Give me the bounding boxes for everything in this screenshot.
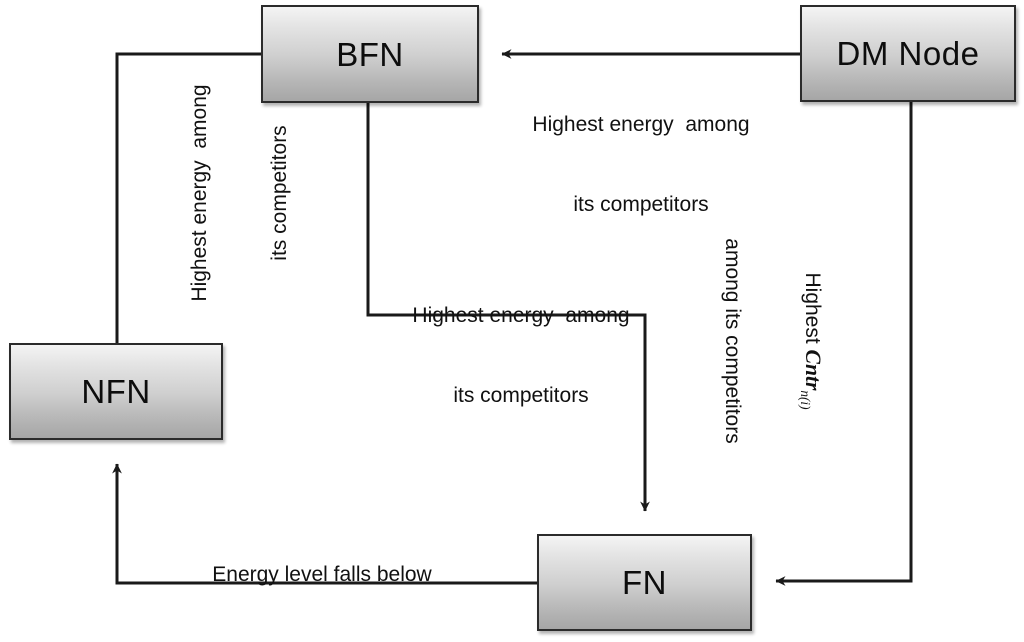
node-fn-label: FN [622, 564, 667, 601]
edge-bfn-to-fn [366, 103, 650, 512]
label-prefix: Highest [801, 272, 825, 350]
edge-label-line-2: its competitors [453, 384, 589, 408]
node-bfn-label: BFN [336, 35, 404, 73]
edge-label-fn-to-nfn: Energy level falls below 2nd threshold; … [157, 508, 487, 642]
node-nfn[interactable]: NFN [9, 343, 223, 440]
node-dm-node[interactable]: DM Node [800, 5, 1016, 102]
edge-label-line-2: among its competitors [720, 238, 744, 444]
edge-label-line-2: its competitors [268, 125, 292, 261]
node-bfn[interactable]: BFN [261, 5, 479, 103]
cntr-subscript: n(i) [798, 390, 814, 410]
edge-label-dm-node-to-fn: Highest Cntrn(i) among its competitors [664, 196, 880, 486]
edge-label-line-1: Highest energy among [187, 84, 211, 302]
edge-label-bfn-to-fn: Highest energy among its competitors [366, 249, 676, 464]
edge-label-line-1: Energy level falls below [212, 562, 432, 586]
edge-label-line-1: Highest energy among [532, 112, 750, 136]
edge-fn-to-nfn [112, 463, 537, 585]
cntr-symbol: Cntr [801, 349, 826, 391]
node-fn[interactable]: FN [537, 534, 752, 631]
edge-label-line-1: Highest Cntrn(i) [798, 196, 826, 486]
edge-label-line-1: Highest energy among [412, 303, 630, 327]
node-nfn-label: NFN [81, 373, 151, 410]
edge-dmnode-to-fn [775, 102, 913, 586]
edge-label-line-2: its competitors [573, 193, 709, 217]
node-dm-node-label: DM Node [836, 35, 980, 72]
edge-label-dm-node-to-bfn: Highest energy among its competitors [486, 58, 796, 273]
edge-label-nfn-to-bfn: Highest energy among its competitors [133, 48, 348, 338]
